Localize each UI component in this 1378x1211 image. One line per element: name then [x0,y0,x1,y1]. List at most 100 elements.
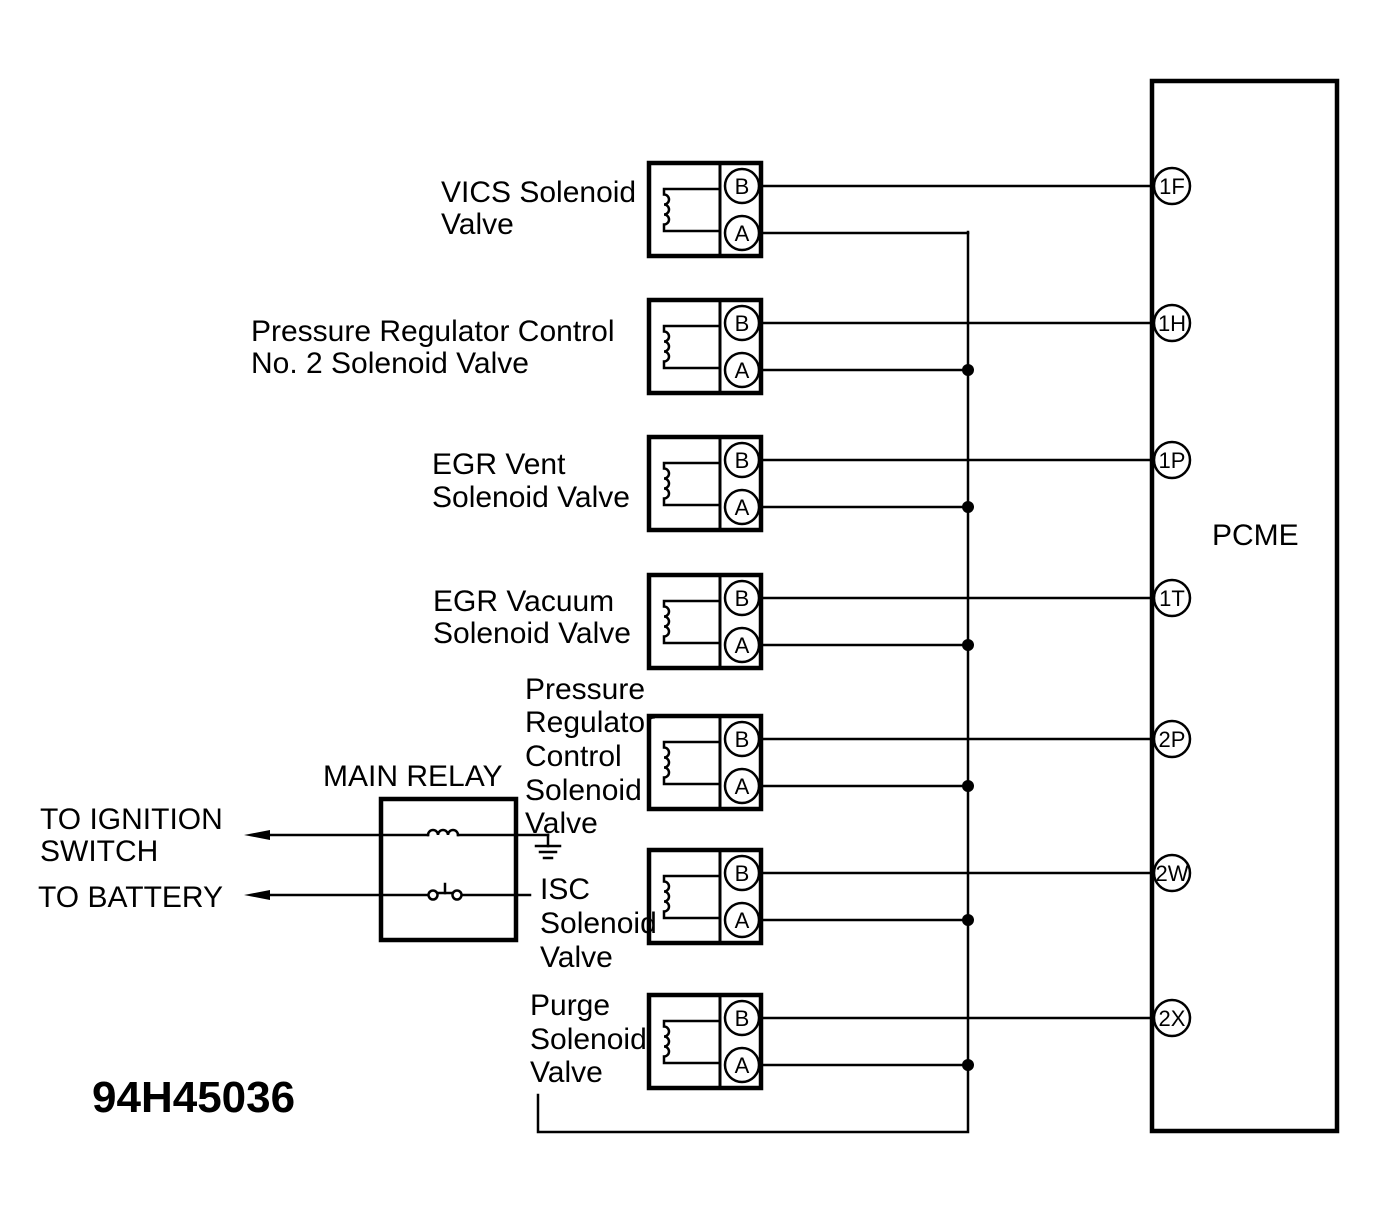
pin-b-terminal [723,304,761,342]
junction-dot [962,501,974,513]
valve-label-line: Valve [530,1056,603,1089]
pin-b-terminal [723,441,761,479]
valve-label-line: Solenoid [540,907,657,940]
main-relay-label: MAIN RELAY [323,760,503,793]
pin-a-label: A [735,774,750,799]
junction-dot [962,914,974,926]
pcme-terminal [1152,719,1192,759]
pin-a-terminal [723,214,761,252]
connector-box [646,713,764,812]
junction-dot [962,364,974,376]
pcme-terminal [1152,578,1192,618]
pcme-terminal [1152,303,1192,343]
pin-a-label: A [735,358,750,383]
valve-label-line: Purge [530,989,610,1022]
pin-b-terminal [723,579,761,617]
ground-icon [534,833,562,860]
pin-b-label: B [735,174,750,199]
battery-label: TO BATTERY [38,881,223,914]
pcme-label: PCME [1212,519,1299,552]
connector-box [646,847,764,946]
pin-a-terminal [723,901,761,939]
pin-b-terminal [723,720,761,758]
valve-label-line: Control [525,740,622,773]
pcme-terminal-label: 2X [1159,1006,1186,1031]
ignition-label-line: SWITCH [40,835,158,868]
pin-b-label: B [735,311,750,336]
valve-label-line: Valve [540,941,613,974]
junction-dot [962,780,974,792]
figure-code: 94H45036 [92,1073,295,1122]
valve-label-line: VICS Solenoid [441,176,636,209]
ignition-label-line: TO IGNITION [40,803,223,836]
pcme-terminal-label: 1P [1159,448,1186,473]
valve-label-line: Solenoid Valve [433,617,631,650]
valve-label-line: No. 2 Solenoid Valve [251,347,529,380]
solenoid-coil-icon [662,1019,722,1065]
valve-label-line: Valve [441,208,514,241]
pin-a-label: A [735,633,750,658]
valve-label-line: Pressure [525,673,645,706]
valve-label-line: ISC [540,873,590,906]
pin-a-terminal [723,626,761,664]
common-supply-bus [536,230,970,1134]
solenoid-coil-icon [662,324,722,370]
pin-a-label: A [735,221,750,246]
pcme-terminal [1152,998,1192,1038]
connector-box [646,160,764,259]
valve-label-line: Pressure Regulator Control [251,315,615,348]
pin-a-terminal [723,488,761,526]
valve-label-line: Solenoid [530,1023,647,1056]
battery-arrow-icon [244,890,270,900]
pin-a-label: A [735,1053,750,1078]
pin-a-label: A [735,495,750,520]
pin-a-terminal [723,767,761,805]
pin-b-label: B [735,1006,750,1031]
pcme-terminal-label: 1F [1159,174,1185,199]
pin-b-terminal [723,999,761,1037]
pcme-module-box [1149,78,1340,1134]
solenoid-coil-icon [662,461,722,507]
ignition-arrow-icon [244,830,270,840]
pcme-terminal [1152,853,1192,893]
pin-a-terminal [723,351,761,389]
solenoid-coil-icon [662,599,722,645]
connector-box [646,992,764,1091]
main-relay-box [378,796,519,943]
junction-dot [962,639,974,651]
pin-a-terminal [723,1046,761,1084]
pin-b-label: B [735,448,750,473]
solenoid-valve-5: PressureRegulatorControlSolenoidValveBA2… [525,673,1192,840]
connector-box [646,572,764,671]
solenoid-coil-icon [662,874,722,920]
pcme-terminal-label: 2P [1159,727,1186,752]
pcme-terminal-label: 1T [1159,586,1185,611]
solenoid-coil-icon [662,740,722,786]
pcme-terminal [1152,440,1192,480]
valve-label-line: Solenoid [525,774,642,807]
pin-b-terminal [723,854,761,892]
solenoid-coil-icon [662,187,722,233]
relay-coil-icon [426,828,460,837]
pin-b-label: B [735,861,750,886]
pin-b-label: B [735,586,750,611]
pin-b-label: B [735,727,750,752]
valve-label-line: Solenoid Valve [432,481,630,514]
pcme-terminal-label: 2W [1156,861,1189,886]
valve-label-line: EGR Vacuum [433,585,614,618]
pcme-terminal [1152,166,1192,206]
pin-b-terminal [723,167,761,205]
valve-label-line: EGR Vent [432,448,566,481]
junction-dot [962,1059,974,1071]
pin-a-label: A [735,908,750,933]
connector-box [646,434,764,533]
